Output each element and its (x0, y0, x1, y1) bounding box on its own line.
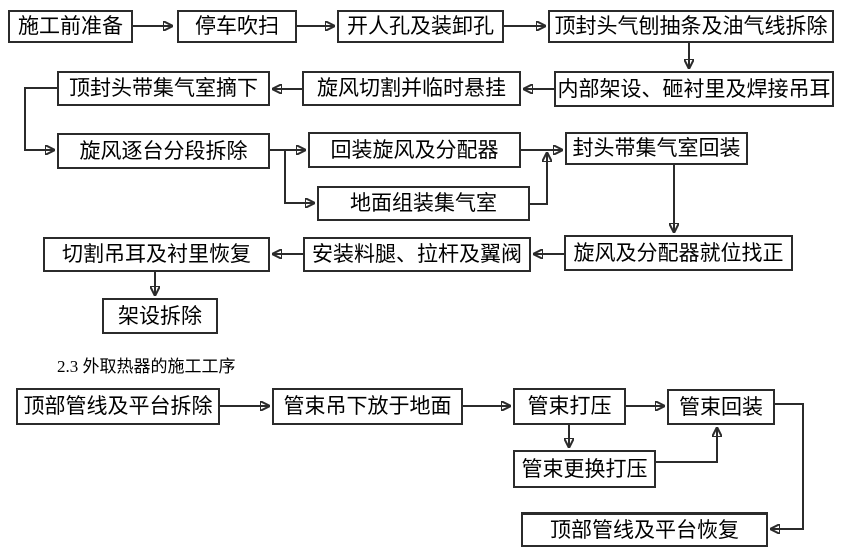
node-top-piping-platform-remove: 顶部管线及平台拆除 (16, 388, 220, 425)
node-top-piping-platform-restore: 顶部管线及平台恢复 (521, 512, 768, 547)
node-head-plenum-reinstall: 封头带集气室回装 (565, 132, 748, 165)
node-reinstall-cyclone-distributor: 回装旋风及分配器 (308, 132, 521, 168)
node-install-diplegs: 安装料腿、拉杆及翼阀 (303, 237, 531, 272)
node-cyclone-segment-remove: 旋风逐台分段拆除 (57, 133, 270, 169)
edge-headremove-to-segment (24, 87, 57, 150)
edge-groundassemble-merge-up (530, 154, 547, 205)
node-internal-scaffold: 内部架设、砸衬里及焊接吊耳 (554, 71, 834, 107)
node-ground-assemble-plenum: 地面组装集气室 (317, 186, 530, 221)
edge-reinstall-to-restore (772, 403, 804, 529)
node-bundle-reinstall: 管束回装 (667, 389, 775, 425)
node-bundle-replace-pressure-test: 管束更换打压 (513, 450, 656, 488)
node-cyclone-cut-hang: 旋风切割并临时悬挂 (302, 71, 521, 106)
node-bundle-lower-ground: 管束吊下放于地面 (272, 388, 463, 425)
node-cut-lugs-lining-restore: 切割吊耳及衬里恢复 (43, 237, 270, 272)
node-open-manhole: 开人孔及装卸孔 (337, 10, 504, 43)
section-caption: 2.3 外取热器的施工工序 (57, 357, 236, 376)
node-prep: 施工前准备 (8, 10, 133, 43)
edge-replace-to-reinstall (656, 429, 717, 463)
node-bundle-pressure-test: 管束打压 (513, 388, 626, 425)
node-cyclone-position-align: 旋风及分配器就位找正 (564, 235, 793, 271)
node-top-head-plenum-remove: 顶封头带集气室摘下 (57, 71, 270, 106)
node-scaffold-removal: 架设拆除 (102, 298, 218, 334)
node-top-head-lines-remove: 顶封头气刨抽条及油气线拆除 (548, 10, 834, 43)
node-stop-purge: 停车吹扫 (177, 10, 297, 43)
